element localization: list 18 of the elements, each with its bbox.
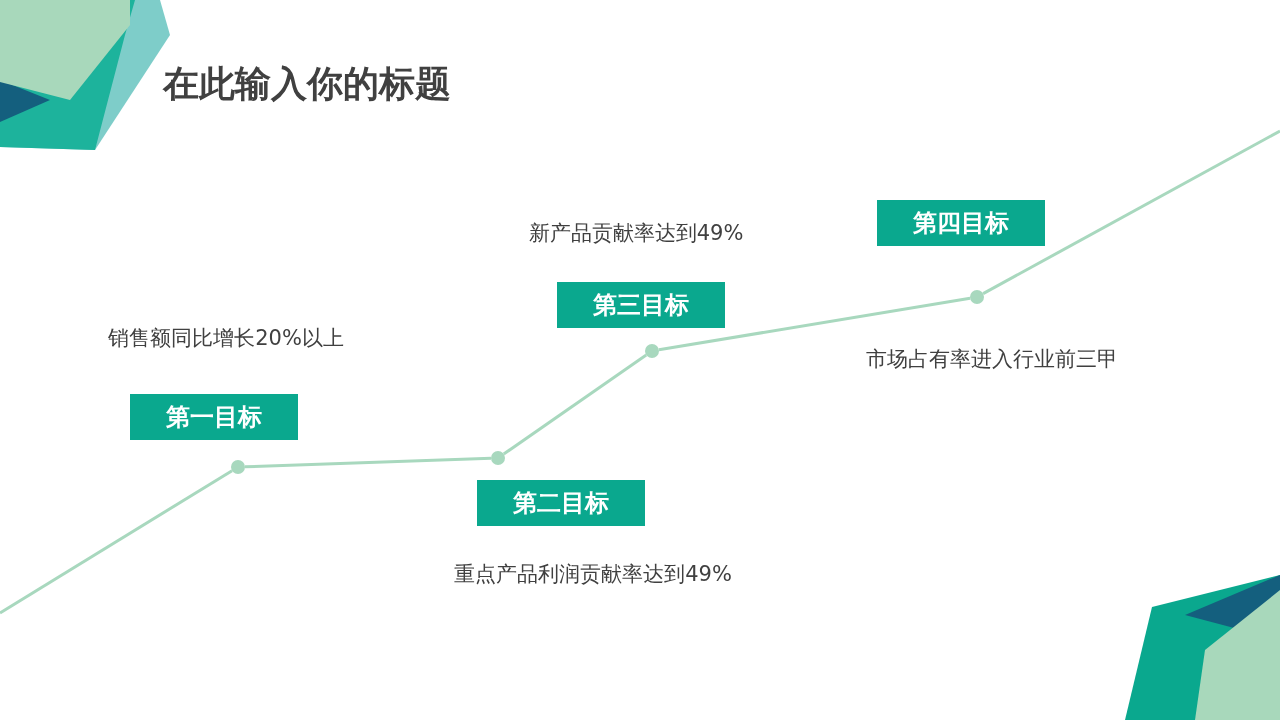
- goal-box: 第二目标: [477, 480, 645, 526]
- goal-box: 第四目标: [877, 200, 1045, 246]
- trend-line: [982, 129, 1280, 295]
- goal-description: 市场占有率进入行业前三甲: [866, 346, 1118, 373]
- goal-description: 重点产品利润贡献率达到49%: [454, 561, 732, 588]
- point-marker: [645, 344, 659, 358]
- goal-description: 新产品贡献率达到49%: [528, 220, 744, 247]
- goal-description: 销售额同比增长20%以上: [108, 325, 344, 352]
- trend-line: [244, 456, 492, 469]
- trend-line: [658, 296, 971, 352]
- slide-title: 在此输入你的标题: [163, 62, 451, 106]
- goal-box: 第一目标: [130, 394, 298, 440]
- trend-line: [0, 469, 233, 615]
- point-marker: [970, 290, 984, 304]
- point-marker: [491, 451, 505, 465]
- point-marker: [231, 460, 245, 474]
- goal-box: 第三目标: [557, 282, 725, 328]
- trend-line: [502, 353, 648, 456]
